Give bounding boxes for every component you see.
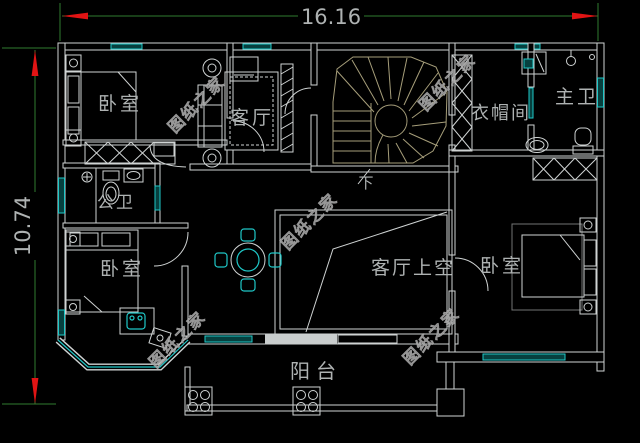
watermark: 图纸之家 xyxy=(277,189,341,253)
room-public-bathroom: 公卫 xyxy=(81,168,144,213)
chair xyxy=(268,252,282,268)
room-label: 公卫 xyxy=(97,193,135,213)
rug xyxy=(224,71,279,151)
nightstand xyxy=(65,54,82,72)
column-footing xyxy=(436,388,465,417)
stair-core xyxy=(374,104,408,138)
closet-hatch xyxy=(532,157,598,181)
toilet xyxy=(102,170,120,205)
watermark: 图纸之家 xyxy=(164,72,228,136)
room-label: 卧室 xyxy=(98,93,142,115)
dining-table xyxy=(230,242,266,278)
bed xyxy=(521,234,597,298)
dim-height-label: 10.74 xyxy=(11,196,35,256)
room-bedroom-top-left: 卧室 xyxy=(65,54,176,165)
side-table xyxy=(202,148,222,168)
room-cloakroom: 衣帽间 xyxy=(451,54,531,152)
room-bedroom-right: 卧室 xyxy=(480,217,597,315)
wardrobe-hatch xyxy=(451,54,473,152)
balcony-door xyxy=(204,335,253,343)
balcony: 阳台 xyxy=(184,334,465,417)
dim-arrow-down xyxy=(31,378,39,404)
stairs: 下 xyxy=(332,56,448,192)
window-left-1 xyxy=(58,177,65,214)
door-arc-bedroom-right xyxy=(454,257,489,292)
room-label: 卧室 xyxy=(100,258,144,280)
living-void: 客厅上空 xyxy=(274,209,455,335)
entry-threshold xyxy=(265,334,337,344)
window-left-2 xyxy=(58,309,65,336)
dining-set xyxy=(214,228,282,292)
nightstand xyxy=(65,129,82,147)
window-right-masterbath xyxy=(597,77,604,108)
window-top-2 xyxy=(242,43,272,50)
nightstand xyxy=(65,299,81,315)
nightstand xyxy=(579,299,597,315)
chair xyxy=(240,228,256,242)
chair xyxy=(240,278,256,292)
break-line xyxy=(305,211,448,333)
chair xyxy=(214,252,228,268)
room-label: 卧室 xyxy=(480,255,524,277)
door-public-bath xyxy=(154,185,161,211)
washer xyxy=(521,51,547,75)
window-top-1 xyxy=(110,43,143,50)
room-master-bathroom: 主卫 xyxy=(521,50,599,181)
room-living: 客厅 xyxy=(197,56,294,168)
toilet xyxy=(572,127,594,155)
stair-direction-label: 下 xyxy=(358,174,373,192)
watermarks: 图纸之家 图纸之家 图纸之家 图纸之家 图纸之家 xyxy=(145,50,480,372)
armchair xyxy=(229,56,259,82)
stair-treads-fan xyxy=(336,56,447,164)
room-label: 主卫 xyxy=(555,86,599,108)
side-table xyxy=(202,58,222,78)
room-bedroom-bottom-left: 卧室 xyxy=(65,229,172,350)
nightstand xyxy=(65,231,81,247)
sink xyxy=(123,168,144,183)
room-label: 衣帽间 xyxy=(471,103,531,124)
door-arc-bedroom-top-left xyxy=(232,120,265,153)
sink xyxy=(525,137,549,153)
dim-arrow-left xyxy=(62,12,88,20)
void-label: 客厅上空 xyxy=(371,257,455,279)
dimension-left: 10.74 xyxy=(2,47,56,405)
balcony-post xyxy=(184,386,213,416)
room-label: 客厅 xyxy=(230,107,274,129)
tv-wall-hatch xyxy=(280,63,294,153)
nightstand xyxy=(579,217,597,233)
balcony-post xyxy=(292,386,321,416)
sofa xyxy=(197,84,223,148)
balcony-label: 阳台 xyxy=(290,359,342,383)
door-master-bath xyxy=(528,87,534,119)
shower-head xyxy=(566,50,595,66)
dim-arrow-right xyxy=(572,12,598,20)
dimension-top: 16.16 xyxy=(59,3,599,41)
desk-and-chair xyxy=(119,307,172,350)
closet-hatch xyxy=(84,141,176,165)
door-arc-bedroom-bottom-left xyxy=(153,231,189,267)
shower-drain xyxy=(81,171,93,183)
dim-arrow-up xyxy=(31,50,39,76)
window-bedroom-right xyxy=(482,353,566,361)
dim-width-label: 16.16 xyxy=(301,5,361,29)
